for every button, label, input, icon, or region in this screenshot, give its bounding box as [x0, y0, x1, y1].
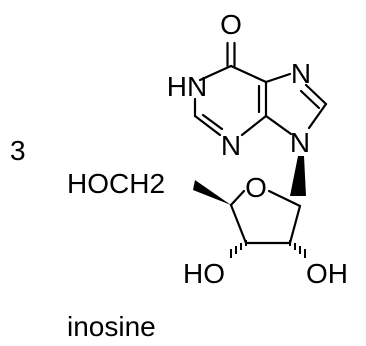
c2-n3-bond: [193, 114, 222, 137]
ring-oxygen-label: O: [245, 172, 267, 203]
hydroxymethyl-label: HOCH2: [67, 168, 165, 199]
n3-c4-bond: [240, 114, 268, 137]
glycosidic-wedge: [290, 156, 306, 196]
n3-label: N: [221, 130, 241, 161]
n7-c8-double: [299, 89, 321, 110]
compound-name: inosine: [67, 311, 156, 342]
c3-c4-bond: [229, 203, 248, 245]
n9-label: N: [290, 127, 310, 158]
n7-c8-bond: [304, 83, 328, 106]
n1-label: HN: [167, 71, 207, 102]
c8-n9-bond: [307, 102, 328, 130]
c2-n3-double: [201, 113, 224, 131]
n9-c4-bond: [264, 114, 293, 136]
c5-n7-bond: [264, 72, 292, 84]
carbonyl-oxygen-label: O: [220, 9, 242, 40]
compound-number: 3: [10, 135, 26, 166]
c1-c2-bond: [288, 204, 302, 245]
hydroxyl-c3-label: HO: [183, 258, 225, 289]
c6-n1-bond: [198, 64, 233, 82]
c4-c5-wedge: [193, 180, 231, 205]
n7-label: N: [291, 58, 311, 89]
c5-c6-bond: [229, 64, 268, 84]
hydroxyl-c2-label: OH: [306, 258, 348, 289]
o4-c4-bond: [229, 189, 246, 207]
c2-oh-hashed-wedge: [289, 240, 306, 258]
c1-o4-bond: [267, 189, 302, 208]
c3-oh-hashed-wedge: [230, 240, 247, 258]
